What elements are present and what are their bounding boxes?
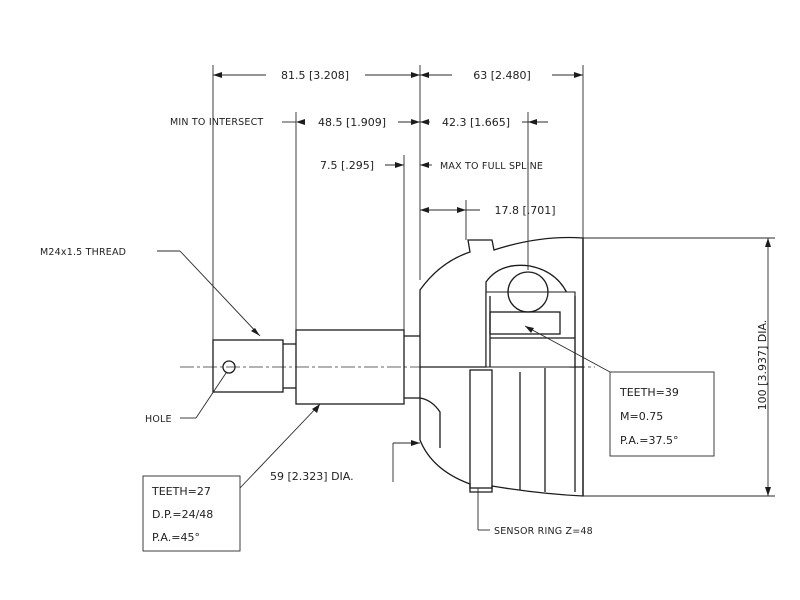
callout-sensor-ring: SENSOR RING Z=48: [494, 526, 593, 537]
dim-overall-left: 81.5 [3.208]: [281, 69, 349, 82]
sensor-ring: [469, 369, 493, 489]
dimension-lines: [213, 72, 771, 496]
shaft-pa: P.A.=45°: [152, 531, 200, 544]
dim-overall-right: 63 [2.480]: [473, 69, 531, 82]
extension-lines: [212, 65, 775, 497]
inner-teeth: TEETH=39: [619, 386, 679, 399]
dim-spline-offset: 17.8 [.701]: [494, 204, 555, 217]
threaded-stub: [212, 339, 284, 393]
label-min-to-intersect: MIN TO INTERSECT: [170, 117, 263, 128]
dim-small-left: 7.5 [.295]: [320, 159, 374, 172]
dim-shaft-dia: 59 [2.323] DIA.: [270, 470, 354, 483]
dim-min-to-intersect: 48.5 [1.909]: [318, 116, 386, 129]
shaft-spline-spec-box: [142, 475, 241, 552]
stub-hole: [222, 360, 236, 374]
label-max-to-full-spline: MAX TO FULL SPLINE: [440, 161, 543, 172]
inner-pa: P.A.=37.5°: [620, 434, 678, 447]
callout-thread: M24x1.5 THREAD: [40, 247, 126, 258]
leader-lines: [157, 250, 611, 531]
shaft-dp: D.P.=24/48: [152, 508, 213, 521]
dim-outer-dia: 100 [3.937] DIA.: [756, 320, 769, 411]
splined-shaft: [295, 329, 405, 405]
dim-right-mid: 42.3 [1.665]: [442, 116, 510, 129]
inner-module: M=0.75: [620, 410, 663, 423]
bell-lower: [419, 367, 584, 497]
callout-hole: HOLE: [145, 414, 172, 425]
inner-spline-spec-box: [609, 371, 715, 457]
shaft-teeth: TEETH=27: [151, 485, 211, 498]
